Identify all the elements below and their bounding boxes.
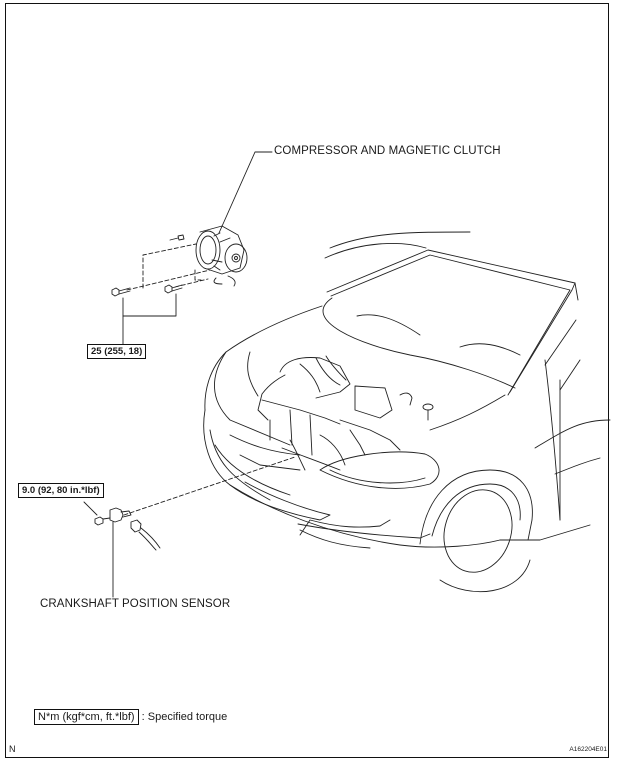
figure-code: A162204E01	[569, 746, 607, 753]
crank-sensor-label: CRANKSHAFT POSITION SENSOR	[40, 598, 231, 610]
torque-unit-box: N*m (kgf*cm, ft.*lbf)	[34, 709, 139, 725]
torque-legend-description: : Specified torque	[141, 711, 228, 723]
compressor-torque-spec: 25 (255, 18)	[87, 344, 147, 359]
compressor-label: COMPRESSOR AND MAGNETIC CLUTCH	[274, 145, 501, 157]
crankshaft-sensor-icon	[94, 507, 161, 551]
sensor-mount-line	[123, 456, 296, 516]
footer-left-mark: N	[9, 744, 16, 754]
diagram-frame	[5, 3, 609, 758]
compressor-torque-bracket	[122, 293, 177, 345]
compressor-icon	[169, 225, 248, 287]
compressor-bolts	[111, 284, 183, 297]
car-body	[203, 231, 611, 593]
engine-bay	[257, 355, 434, 471]
compressor-mount-lines	[126, 243, 211, 291]
torque-legend: N*m (kgf*cm, ft.*lbf) : Specified torque	[34, 709, 228, 725]
crank-sensor-torque-spec: 9.0 (92, 80 in.*lbf)	[18, 483, 104, 498]
compressor-leader	[218, 151, 273, 234]
crank-bolt-leader	[83, 501, 98, 516]
